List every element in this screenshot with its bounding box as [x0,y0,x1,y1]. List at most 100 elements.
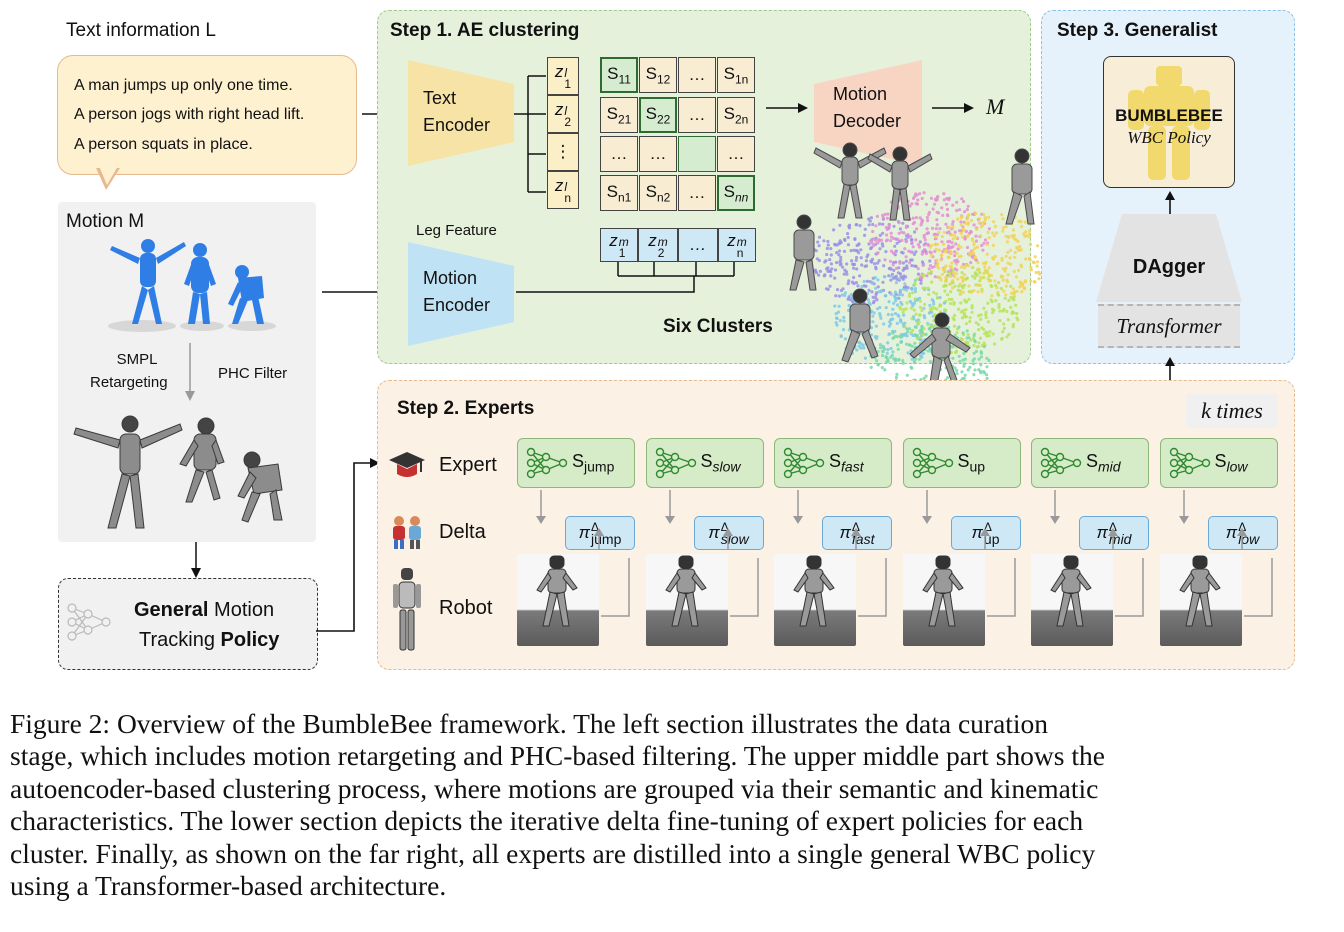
scatter-point [930,226,935,230]
scatter-point [838,239,842,243]
scatter-point [955,258,959,262]
scatter-point [1011,287,1015,291]
scatter-point [950,222,955,226]
scatter-point [904,288,908,292]
scatter-point [951,268,955,272]
scatter-point [1000,258,1004,262]
scatter-point [817,235,822,239]
scatter-point [896,313,900,317]
scatter-point [990,307,994,311]
scatter-point [1013,290,1017,294]
step1-title: Step 1. AE clustering [390,20,580,41]
scatter-point [982,241,986,245]
scatter-point [903,247,907,251]
scatter-point [944,275,948,279]
scatter-point [971,362,975,366]
scatter-point [987,358,991,362]
scatter-point [956,247,960,251]
scatter-point [927,267,931,271]
scatter-point [911,196,916,200]
scatter-point [892,301,896,305]
scatter-point [949,233,954,237]
scatter-point [984,310,988,314]
scatter-point [896,237,900,241]
scatter-point [878,247,882,251]
scatter-point [977,217,982,221]
scatter-point [949,290,953,294]
scatter-point [947,225,951,229]
scatter-point [911,291,915,295]
scatter-point [837,249,842,253]
scatter-point [977,341,981,345]
scatter-point [1011,322,1015,327]
scatter-point [896,347,900,351]
caption-line: autoencoder-based clustering process, wh… [10,772,1099,804]
robot-photo-jump [517,554,599,646]
scatter-point [860,263,864,267]
scatter-point [979,363,983,367]
scatter-point [904,255,908,259]
scatter-point [966,204,970,208]
scatter-point [937,266,941,270]
scatter-point [965,329,969,333]
scatter-point [881,280,885,284]
matrix-cell-label: S1n [723,63,749,87]
scatter-point [950,261,954,265]
motion-latent-dots: … [678,228,718,262]
matrix-cell-label: S12 [645,63,671,87]
scatter-point [911,222,915,226]
scatter-point [897,221,901,225]
neural-network-icon [783,447,825,479]
scatter-point [886,348,890,352]
scatter-point [908,299,912,304]
scatter-point [1005,335,1009,339]
scatter-point [876,285,880,289]
expert-box-slow: Sslow [645,438,764,488]
scatter-point [909,258,913,262]
scatter-point [981,327,986,331]
scatter-point [943,249,947,254]
scatter-point [968,253,972,257]
scatter-point [889,239,893,243]
matrix-cell: S22 [639,97,677,133]
scatter-point [1033,255,1037,259]
matrix-cell: Sn2 [639,175,677,211]
scatter-point [997,303,1001,307]
scatter-point [902,287,906,291]
scatter-point [887,300,891,304]
scatter-point [951,316,955,320]
neural-network-icon [1169,447,1210,479]
scatter-point [1013,255,1017,259]
scatter-point [1007,298,1011,303]
matrix-cell: S21 [600,97,638,133]
expert-flow-arrows [536,490,630,617]
expert-label: Sfast [829,451,864,475]
scatter-point [924,332,928,336]
scatter-point [908,261,912,265]
motion-decoder-label-2: Decoder [833,111,902,131]
scatter-point [974,239,979,243]
scatter-point [870,257,875,261]
expert-label: Slow [1214,451,1248,475]
scatter-point [891,251,896,255]
scatter-point [972,240,976,245]
scatter-point [843,337,847,341]
robot-figure [793,555,835,627]
scatter-point [868,302,872,306]
scatter-point [959,289,963,293]
scatter-point [915,336,919,340]
scatter-point [846,232,850,236]
motion-encoder-label-2: Encoder [423,295,491,315]
scatter-point [950,297,954,301]
smpl-figures [108,239,276,332]
scatter-point [867,242,871,246]
scatter-point [898,276,902,280]
scatter-point [890,313,894,317]
row-label-delta: Delta [439,521,486,543]
scatter-point [846,243,850,247]
scatter-point [975,227,979,231]
scatter-point [893,296,897,300]
scatter-point [979,355,983,359]
scatter-point [1015,289,1019,293]
scatter-point [990,294,994,298]
